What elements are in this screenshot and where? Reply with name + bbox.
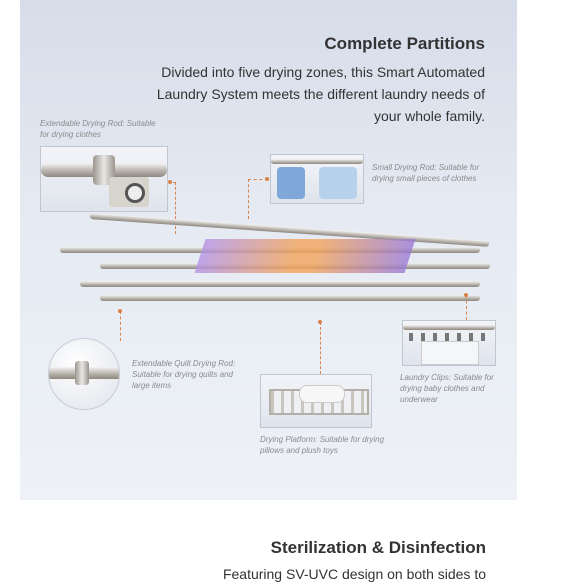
callout-small-drying-rod: Small Drying Rod: Suitable for drying sm…	[372, 163, 480, 183]
partitions-description: Divided into five drying zones, this Sma…	[156, 64, 485, 124]
callout-leader	[466, 295, 467, 320]
hanging-cloth	[319, 167, 357, 199]
laundry-clips-inset	[402, 320, 496, 366]
callout-extendable-drying-rod: Extendable Drying Rod: Suitable for dryi…	[40, 119, 156, 139]
hanging-cloth	[421, 341, 479, 365]
hanging-shirt	[277, 167, 305, 199]
quilt-rod-inset	[48, 338, 120, 410]
drying-rack-illustration	[60, 205, 500, 315]
partitions-title: Complete Partitions	[324, 34, 485, 53]
callout-leader	[320, 322, 321, 374]
product-feature-panel: Complete Partitions Divided into five dr…	[20, 0, 517, 500]
drying-platform-inset	[260, 374, 372, 428]
pillow-shape	[299, 385, 345, 403]
callout-leader	[120, 311, 121, 341]
callout-drying-platform: Drying Platform: Suitable for drying pil…	[260, 435, 385, 455]
inset-rod	[403, 325, 495, 330]
uv-light-zone	[194, 239, 416, 273]
rack-rod-bottom	[100, 295, 480, 301]
callout-laundry-clips: Laundry Clips: Suitable for drying baby …	[400, 373, 494, 404]
inset-rod	[271, 159, 363, 164]
rod-end-cap	[75, 361, 89, 385]
callout-dot	[464, 293, 468, 297]
callout-leader	[248, 179, 268, 180]
extendable-rod-inset	[40, 146, 168, 212]
sterilization-description: Featuring SV-UVC design on both sides to	[222, 566, 486, 582]
small-rod-inset	[270, 154, 364, 204]
callout-leader	[168, 182, 176, 183]
bracket-bolt-icon	[125, 183, 145, 203]
callout-leader	[175, 182, 176, 234]
callout-extendable-quilt-rod: Extendable Quilt Drying Rod: Suitable fo…	[132, 359, 236, 390]
rack-rod	[80, 281, 480, 287]
sterilization-title: Sterilization & Disinfection	[270, 538, 486, 557]
callout-leader	[248, 179, 249, 219]
clip-row	[409, 333, 489, 341]
callout-dot	[318, 320, 322, 324]
